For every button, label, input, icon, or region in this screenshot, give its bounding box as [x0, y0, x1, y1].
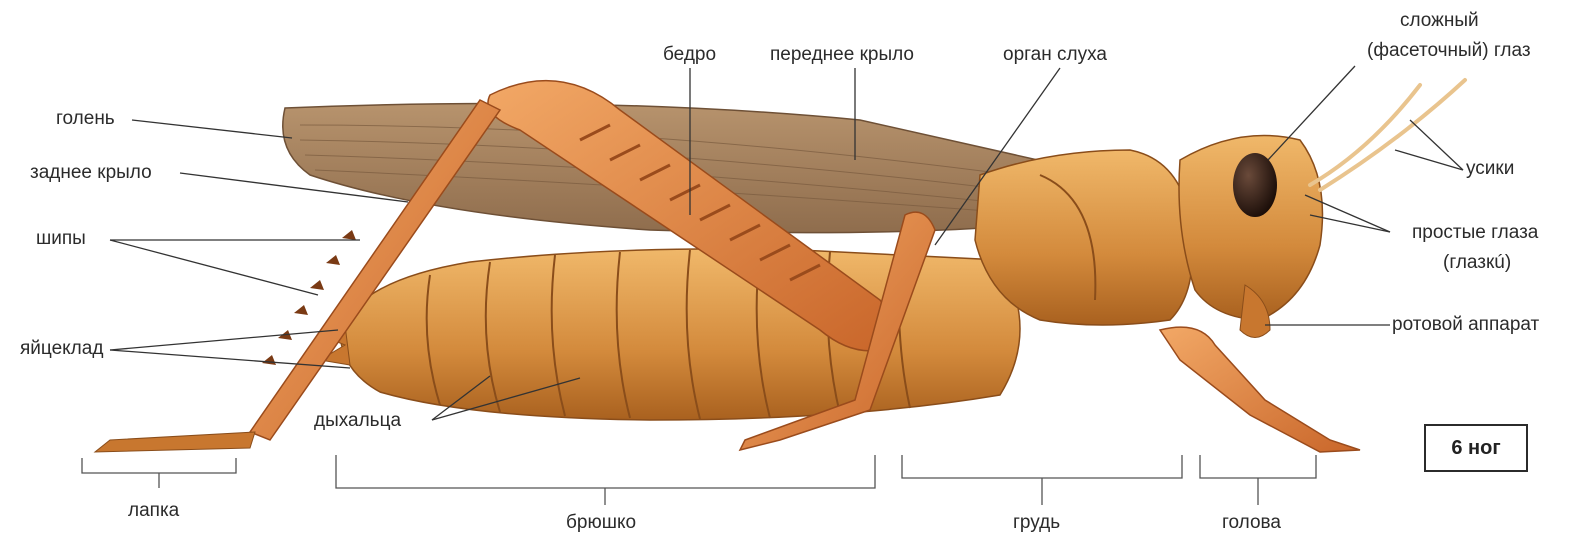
label-front-wing: переднее крыло — [770, 44, 914, 66]
compound-eye-shape — [1233, 153, 1277, 217]
label-shin: голень — [56, 108, 115, 130]
label-spines: шипы — [36, 228, 86, 250]
legs-count-badge: 6 ног — [1424, 424, 1528, 472]
hind-tarsus — [95, 432, 255, 452]
label-mouthparts: ротовой аппарат — [1392, 314, 1539, 336]
thorax-body — [975, 150, 1193, 325]
label-ovipositor: яйцеклад — [20, 338, 103, 360]
label-hearing-organ: орган слуха — [1003, 44, 1107, 66]
front-leg — [1160, 327, 1360, 452]
label-compound-eye-line1: сложный — [1400, 10, 1479, 32]
label-head: голова — [1222, 512, 1281, 534]
label-tarsus: лапка — [128, 500, 179, 522]
label-simple-eyes-line2: (глазкú) — [1443, 252, 1511, 274]
label-antennae: усики — [1466, 158, 1514, 180]
label-hind-wing: заднее крыло — [30, 162, 152, 184]
label-femur: бедро — [663, 44, 716, 66]
label-spiracles: дыхальца — [314, 410, 401, 432]
label-simple-eyes-line1: простые глаза — [1412, 222, 1538, 244]
label-compound-eye-line2: (фасеточный) глаз — [1367, 40, 1531, 62]
section-brackets — [82, 455, 1316, 505]
antennae-shape — [1310, 80, 1465, 190]
label-thorax: грудь — [1013, 512, 1060, 534]
label-abdomen: брюшко — [566, 512, 636, 534]
